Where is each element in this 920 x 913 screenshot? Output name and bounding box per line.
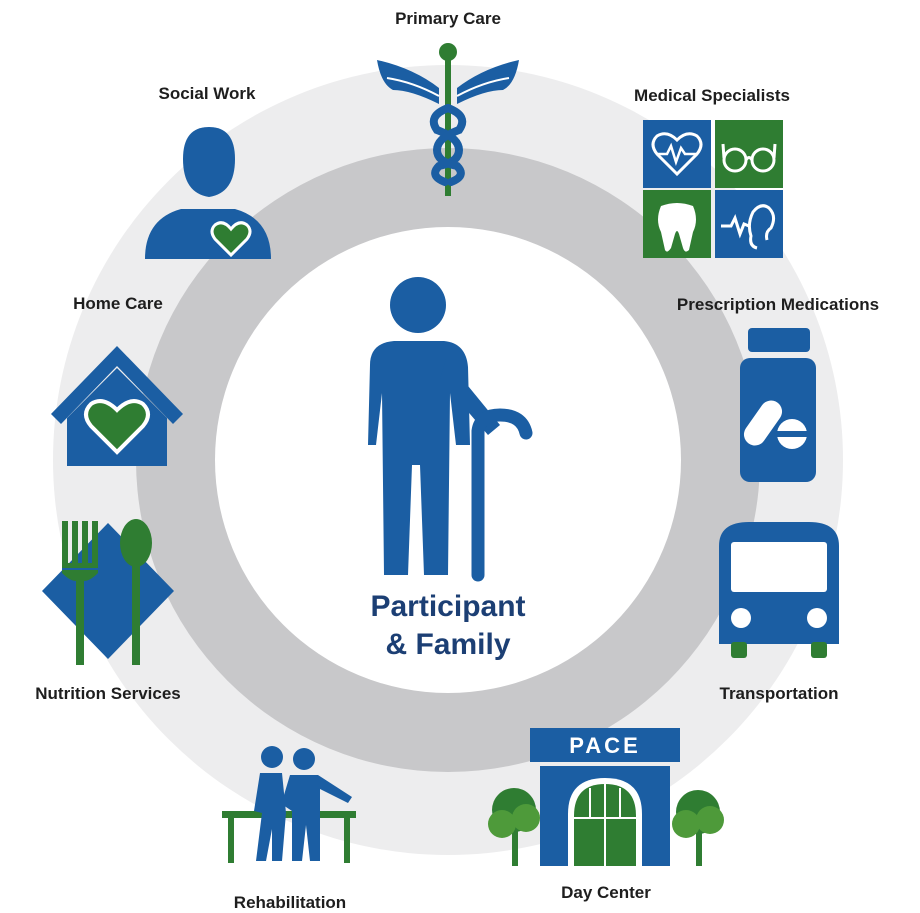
pace-sign-text: PACE (569, 733, 641, 758)
label-transportation: Transportation (719, 684, 839, 703)
ear-sound-icon (721, 204, 776, 250)
pill-capsule-icon (743, 400, 783, 446)
fork-spoon-icon (42, 519, 174, 665)
tooth-icon (658, 203, 696, 252)
house-heart-icon (51, 346, 183, 466)
center-title-line1: Participant (370, 590, 526, 623)
label-day-center: Day Center (561, 883, 651, 902)
caduceus-icon (377, 43, 519, 196)
tree-right-icon (672, 790, 724, 866)
label-home-care: Home Care (73, 294, 163, 313)
label-rehabilitation: Rehabilitation (233, 893, 347, 912)
label-social-work: Social Work (158, 84, 256, 103)
bus-icon (719, 522, 839, 658)
participant-with-cane-icon (368, 277, 533, 582)
tree-left-icon (488, 788, 540, 866)
center-title: Participant & Family (370, 588, 525, 664)
center-title-line2: & Family (385, 628, 511, 661)
label-primary-care: Primary Care (395, 9, 501, 28)
pill-bottle-icon (740, 328, 816, 482)
specialists-grid-icon (643, 120, 783, 258)
label-prescription-medications: Prescription Medications (676, 295, 880, 314)
glasses-icon (721, 143, 777, 173)
heart-pulse-icon (651, 132, 703, 177)
label-medical-specialists: Medical Specialists (634, 86, 790, 105)
person-heart-icon (145, 127, 271, 259)
label-nutrition-services: Nutrition Services (35, 684, 181, 703)
rehab-people-icon (222, 746, 356, 863)
pace-building-icon: PACE (488, 728, 724, 866)
